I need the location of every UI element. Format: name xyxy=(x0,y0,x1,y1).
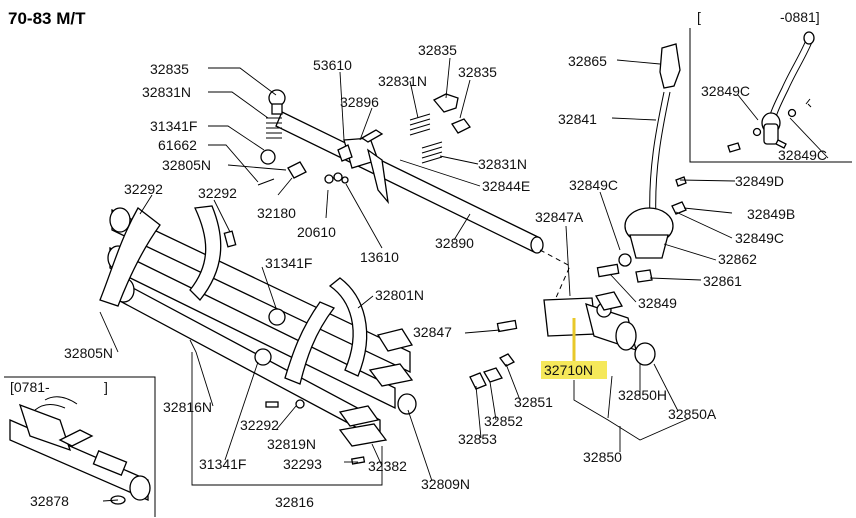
part-label[interactable]: 32850 xyxy=(583,449,622,465)
part-label[interactable]: 31341F xyxy=(265,255,312,271)
part-label[interactable]: 32809N xyxy=(421,476,470,492)
part-label[interactable]: 32878 xyxy=(30,493,69,509)
part-label[interactable]: 32831N xyxy=(378,73,427,89)
inset-label-open: [ xyxy=(697,9,701,25)
part-label-highlighted[interactable]: 32710N xyxy=(544,362,593,378)
part-label[interactable]: 32292 xyxy=(124,181,163,197)
part-label[interactable]: 61662 xyxy=(158,137,197,153)
part-label[interactable]: 32816 xyxy=(275,494,314,510)
part-label[interactable]: 32831N xyxy=(142,84,191,100)
part-label[interactable]: 32847A xyxy=(535,209,584,225)
part-label[interactable]: 32382 xyxy=(368,458,407,474)
part-label[interactable]: 32849C xyxy=(778,147,827,163)
detent-plug-group-right xyxy=(409,93,471,164)
diagram-title: 70-83 M/T xyxy=(8,9,86,28)
part-label[interactable]: 31341F xyxy=(150,118,197,134)
part-labels: 32835 32831N 31341F 61662 32805N 32292 3… xyxy=(30,42,827,510)
part-label[interactable]: 32850H xyxy=(618,387,667,403)
leader-lines xyxy=(99,57,829,502)
part-label[interactable]: 32847 xyxy=(413,324,452,340)
part-label[interactable]: 20610 xyxy=(297,224,336,240)
part-label[interactable]: 32853 xyxy=(458,431,497,447)
part-label[interactable]: 32849C xyxy=(569,177,618,193)
lower-rail-assembly xyxy=(99,205,417,465)
part-label[interactable]: 32292 xyxy=(240,417,279,433)
part-label[interactable]: 32851 xyxy=(514,394,553,410)
part-label[interactable]: 32862 xyxy=(718,251,757,267)
inset-bottom-left: [0781- ] xyxy=(4,376,156,517)
part-label[interactable]: 32849C xyxy=(735,230,784,246)
part-label[interactable]: 32835 xyxy=(458,64,497,80)
striking-rod-assembly xyxy=(469,291,656,390)
part-label[interactable]: 32852 xyxy=(484,413,523,429)
part-label[interactable]: 32849B xyxy=(747,206,795,222)
part-label[interactable]: 32816N xyxy=(163,399,212,415)
part-label[interactable]: 32293 xyxy=(283,456,322,472)
part-label[interactable]: 32805N xyxy=(64,345,113,361)
part-label[interactable]: 32841 xyxy=(558,111,597,127)
part-label[interactable]: 32865 xyxy=(568,53,607,69)
part-label[interactable]: 32801N xyxy=(375,287,424,303)
part-label[interactable]: 32850A xyxy=(668,406,717,422)
part-label[interactable]: 32292 xyxy=(198,185,237,201)
part-label[interactable]: 32849 xyxy=(638,295,677,311)
part-label[interactable]: 32831N xyxy=(478,156,527,172)
upper-shift-rod xyxy=(275,111,544,254)
part-label[interactable]: 32861 xyxy=(703,273,742,289)
part-label[interactable]: 31341F xyxy=(199,456,246,472)
part-label[interactable]: 53610 xyxy=(313,57,352,73)
part-label[interactable]: 13610 xyxy=(360,249,399,265)
shift-lever-assembly xyxy=(596,43,687,283)
part-label[interactable]: 32805N xyxy=(162,157,211,173)
part-label[interactable]: 32180 xyxy=(257,205,296,221)
dashed-guide xyxy=(539,249,571,301)
part-label[interactable]: 32835 xyxy=(150,61,189,77)
part-label[interactable]: 32890 xyxy=(435,235,474,251)
part-label[interactable]: 32896 xyxy=(340,94,379,110)
highlight-32710N xyxy=(541,361,607,379)
inset-top-right: [ -0881] xyxy=(689,9,852,163)
inset-label-open: [0781- xyxy=(10,379,50,395)
detent-plug-group xyxy=(257,89,307,186)
part-label[interactable]: 32835 xyxy=(418,42,457,58)
part-label[interactable]: 32844E xyxy=(482,178,530,194)
part-label[interactable]: 32819N xyxy=(267,436,316,452)
part-label[interactable]: 32849C xyxy=(701,83,750,99)
inset-label-close: ] xyxy=(104,379,108,395)
part-label[interactable]: 32849D xyxy=(735,173,784,189)
inset-label-range: -0881] xyxy=(780,9,820,25)
